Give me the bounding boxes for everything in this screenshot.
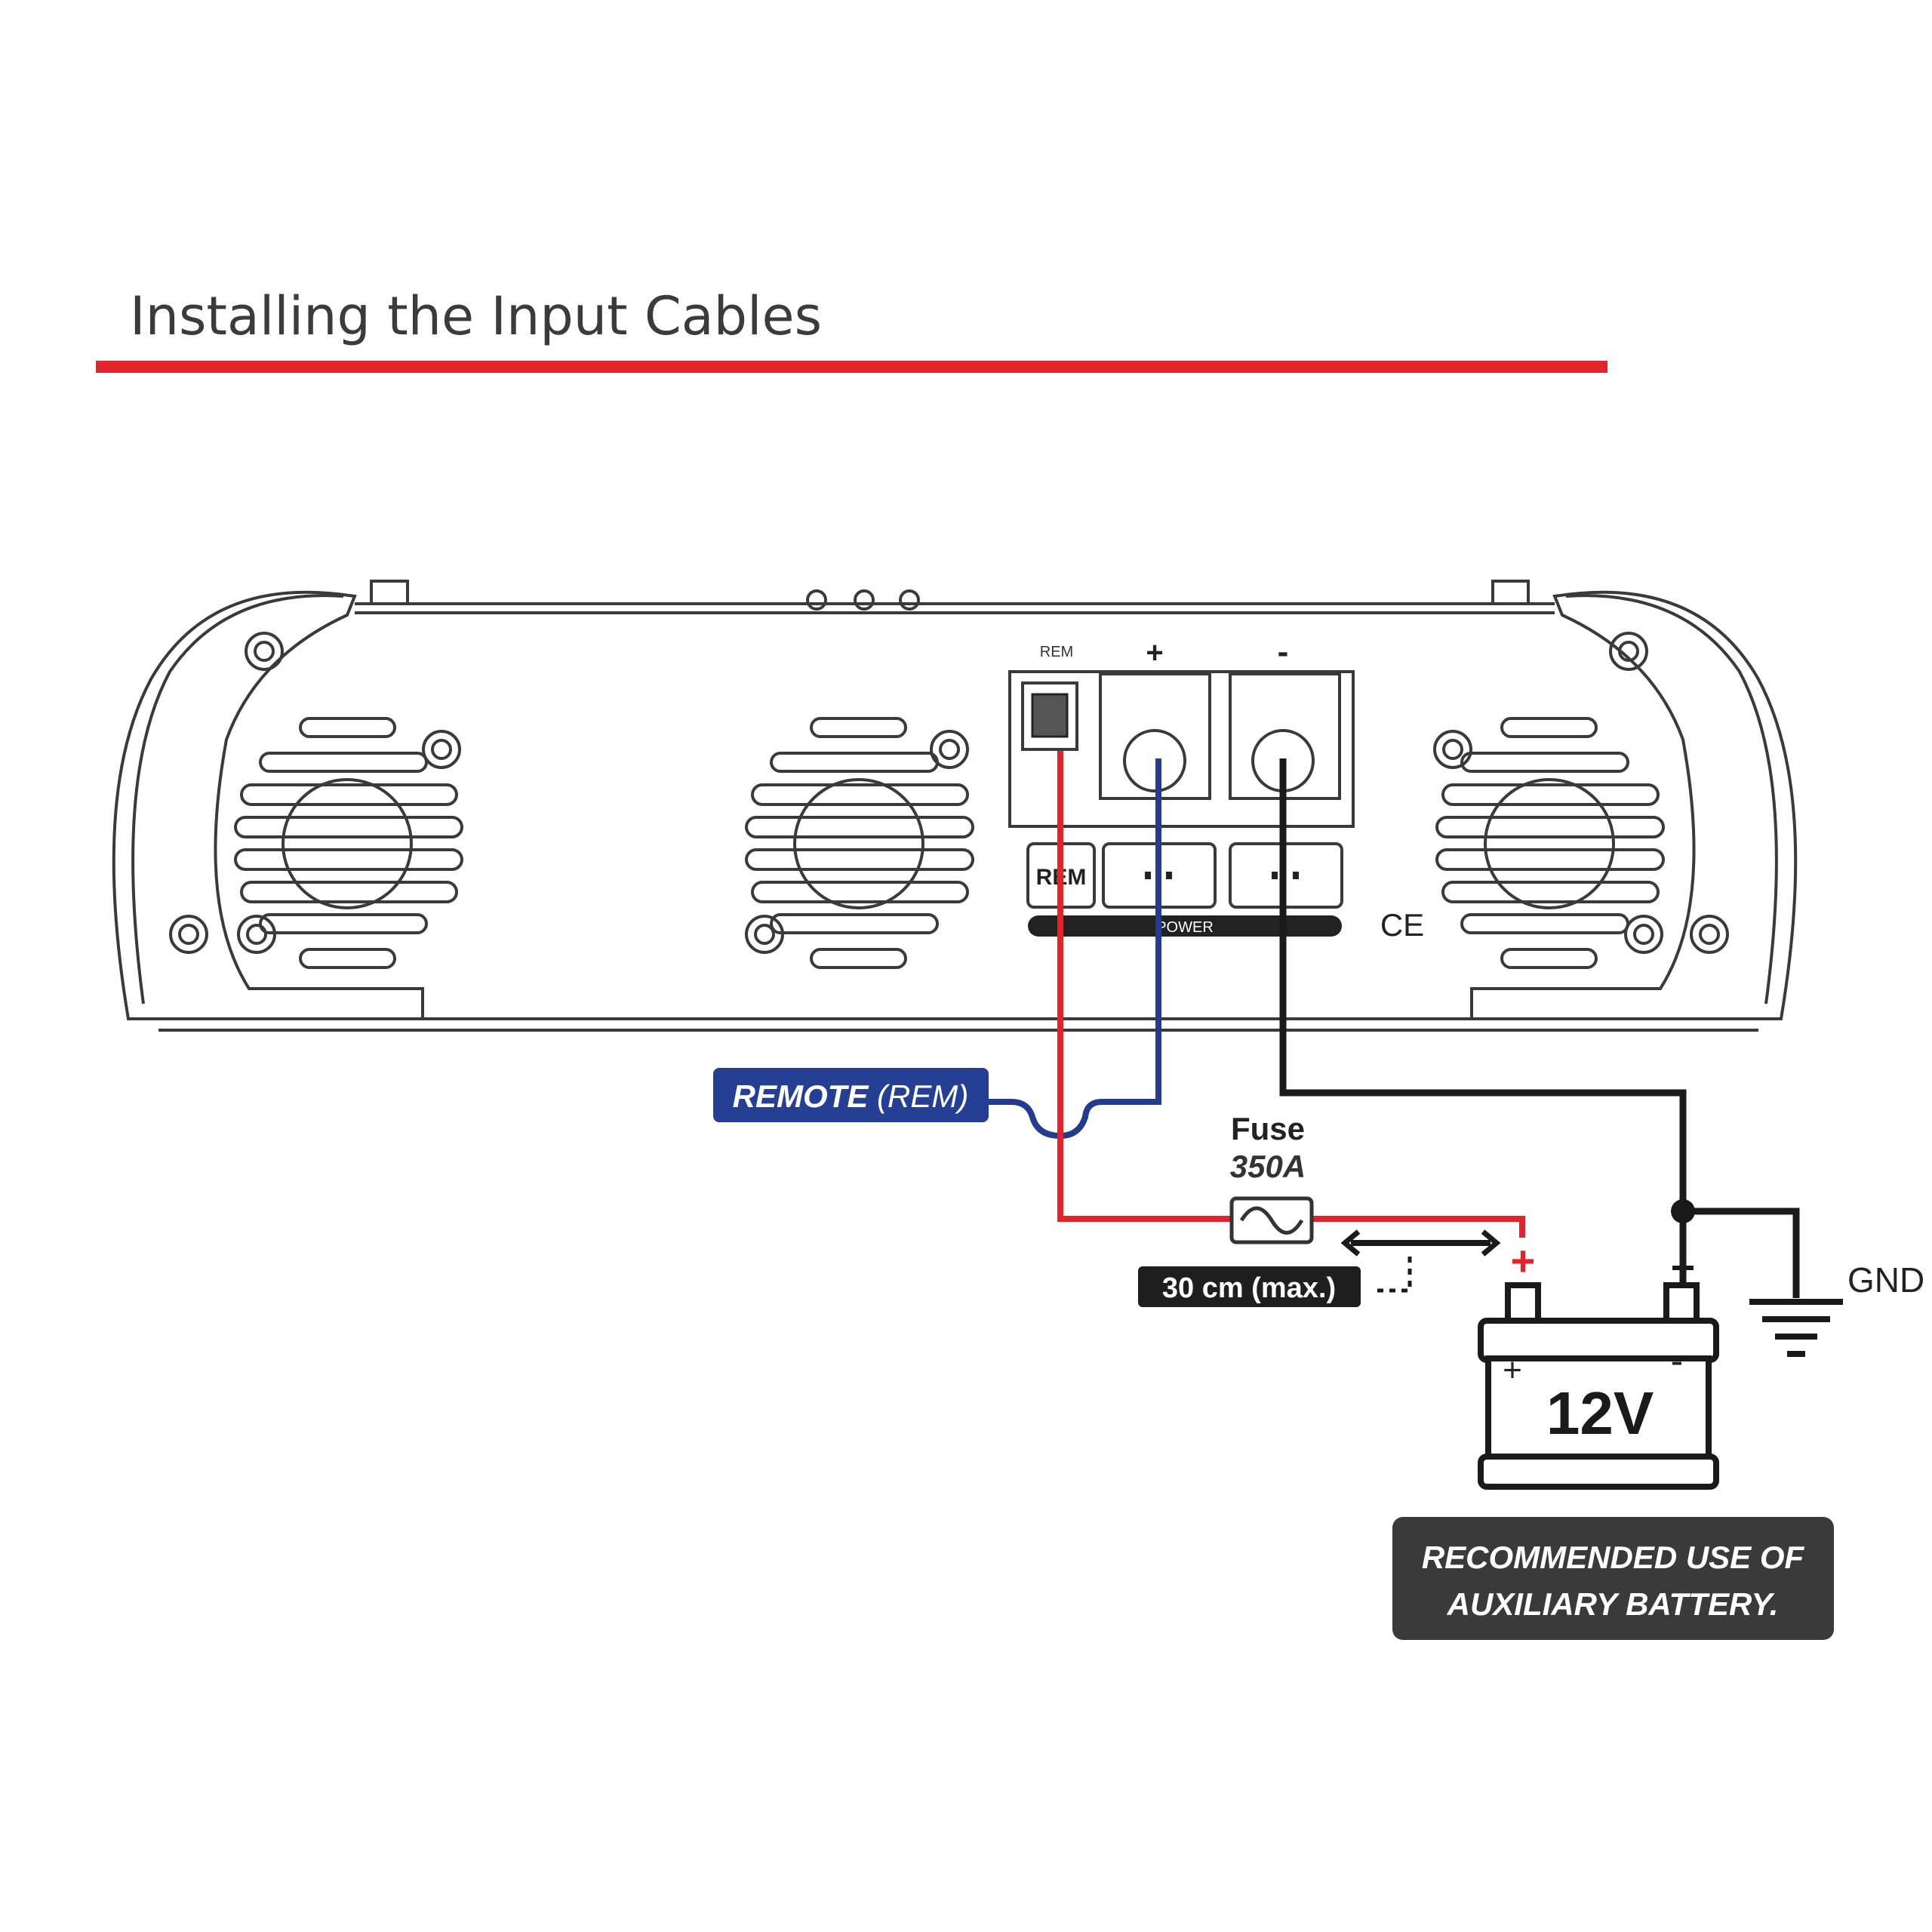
- remote-wire: [989, 758, 1161, 1140]
- battery-voltage: 12V: [1546, 1380, 1654, 1447]
- distance-badge: [1138, 1266, 1361, 1307]
- screws: [169, 632, 1729, 954]
- right-end-cap-inner: [1565, 594, 1778, 1004]
- fuse-rating: 350A: [1230, 1149, 1306, 1184]
- screw-icon: [1624, 915, 1663, 954]
- amplifier-bottom-edge: [128, 1017, 1781, 1032]
- distance-label: 30 cm (max.): [1162, 1272, 1336, 1304]
- fan-grille-center: [745, 717, 974, 969]
- remote-label-spacer: [868, 1078, 877, 1114]
- fuse-label: Fuse: [1231, 1111, 1305, 1146]
- power-label: POWER: [1156, 919, 1214, 936]
- left-end-cap-inner: [131, 594, 344, 1004]
- ground-symbol-icon: [1749, 1299, 1843, 1357]
- screw-icon: [930, 730, 969, 769]
- screw-icon: [1609, 632, 1648, 671]
- terminal-label-rem: REM: [1040, 644, 1073, 660]
- note-box: [1392, 1517, 1834, 1640]
- screw-icon: [745, 915, 784, 954]
- remote-label-paren: (REM): [877, 1078, 968, 1114]
- terminal-label-plus: +: [1146, 636, 1163, 669]
- terminal-label-minus: -: [1278, 633, 1289, 670]
- right-end-cap: [1470, 590, 1798, 1020]
- battery-icon: [1478, 1282, 1719, 1490]
- distance-indicator: [1340, 1229, 1501, 1293]
- top-bump-3: [899, 589, 920, 611]
- amplifier: [112, 580, 1798, 1032]
- title-underline: [96, 361, 1607, 373]
- note-line-1: RECOMMENDED USE OF: [1422, 1540, 1805, 1575]
- gnd-label: GND: [1847, 1260, 1924, 1300]
- screw-icon: [422, 730, 461, 769]
- fuse-icon: [1229, 1196, 1314, 1244]
- screw-icon: [169, 915, 208, 954]
- ce-mark: CE: [1380, 907, 1424, 943]
- page-title: Installing the Input Cables: [130, 285, 823, 347]
- chassis-ground-wire: [1683, 1208, 1800, 1298]
- top-bump-1: [806, 589, 827, 611]
- screw-icon: [237, 915, 276, 954]
- ground-junction: [1671, 1199, 1695, 1223]
- note-line-2: AUXILIARY BATTERY.: [1447, 1586, 1779, 1622]
- remote-label-bold: REMOTE: [733, 1078, 870, 1114]
- terminal-block: REM + - REM POWER CE: [1008, 633, 1424, 943]
- left-end-cap: [112, 590, 424, 1020]
- battery-terminal-minus: -: [1671, 1340, 1684, 1382]
- screw-icon: [245, 632, 284, 671]
- screw-icon: [1690, 915, 1729, 954]
- fan-grille-right: [1435, 717, 1665, 969]
- ground-wire: [1279, 758, 1687, 1298]
- amplifier-top-edge: [355, 602, 1555, 614]
- battery-terminal-plus: +: [1503, 1352, 1522, 1389]
- top-bump-2: [854, 589, 875, 611]
- amplifier-top-bumps: [370, 580, 1530, 604]
- screw-icon: [1433, 730, 1472, 769]
- battery-plus-marker: +: [1511, 1237, 1536, 1284]
- fan-grille-left: [234, 717, 463, 969]
- remote-label: REMOTE (REM): [733, 1078, 969, 1114]
- remote-badge: [713, 1068, 989, 1122]
